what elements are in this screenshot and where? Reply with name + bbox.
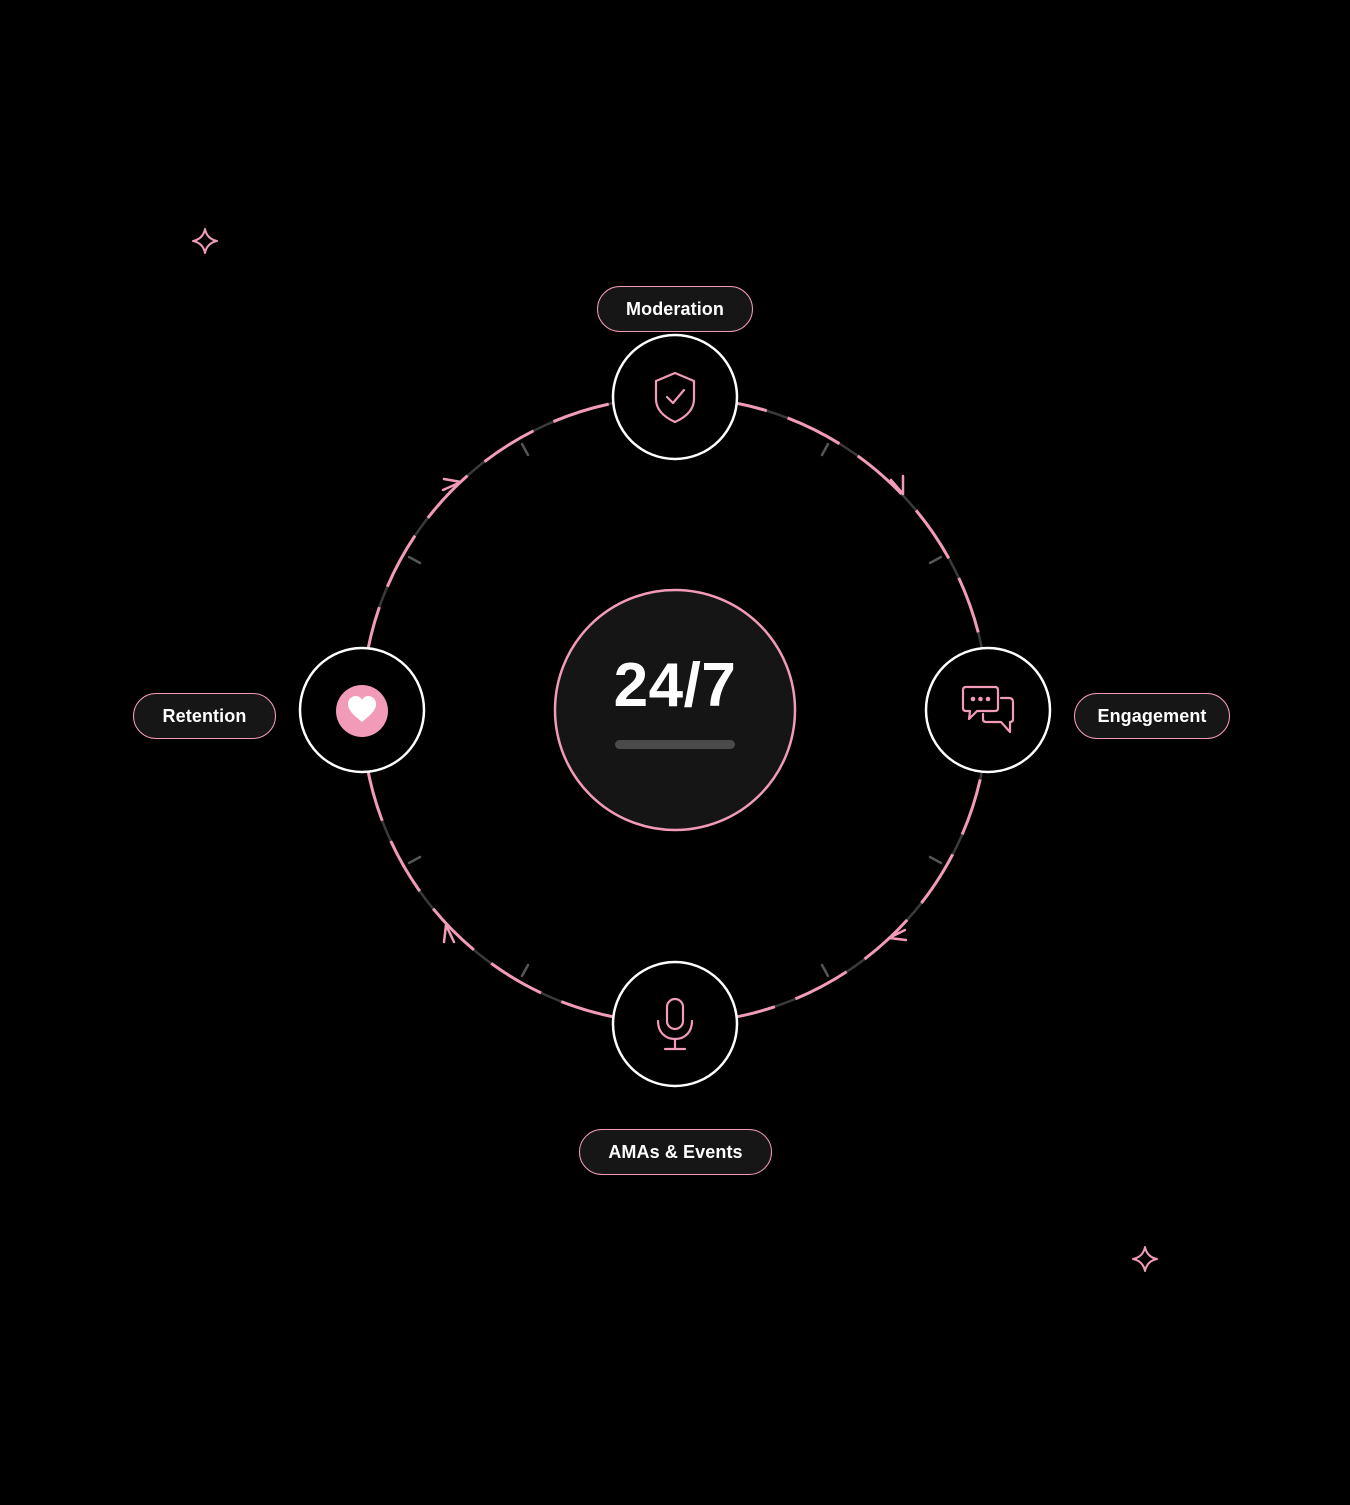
arrow-icon — [442, 923, 456, 944]
center-disc — [553, 588, 797, 832]
label-retention[interactable]: Retention — [133, 693, 276, 739]
sparkle-icon — [192, 228, 218, 254]
orbit-ticks — [407, 442, 943, 978]
node-amas-events[interactable] — [611, 960, 739, 1088]
microphone-icon — [656, 997, 694, 1051]
arrow-icon — [441, 477, 463, 492]
center-progress-track — [615, 740, 735, 749]
label-amas-events[interactable]: AMAs & Events — [579, 1129, 772, 1175]
heart-icon — [348, 696, 376, 722]
label-engagement[interactable]: Engagement — [1074, 693, 1230, 739]
flow-arrows — [441, 474, 908, 944]
node-retention[interactable] — [298, 646, 426, 774]
chat-bubbles-icon — [961, 685, 1015, 734]
node-moderation[interactable] — [611, 333, 739, 461]
label-moderation[interactable]: Moderation — [597, 286, 753, 332]
center-value: 24/7 — [613, 651, 737, 720]
node-engagement[interactable] — [924, 646, 1052, 774]
node-circle — [611, 333, 739, 461]
arrow-icon — [887, 928, 908, 942]
node-circle — [611, 960, 739, 1088]
sparkle-icon — [1132, 1246, 1158, 1272]
arrow-icon — [889, 474, 905, 496]
shield-check-icon — [654, 371, 696, 424]
